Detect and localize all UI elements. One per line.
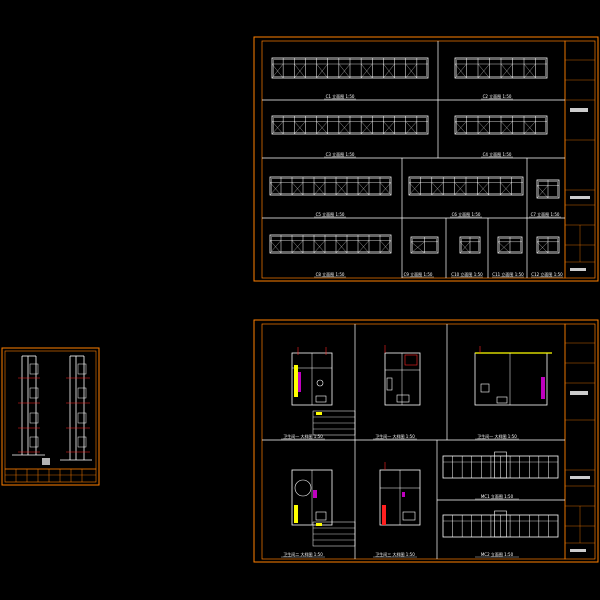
- detail-caption: 卫生间三 大样图 1:50: [375, 551, 415, 557]
- toilet-plan-3: [474, 346, 552, 406]
- detail-caption: MC2 立面图 1:50: [481, 551, 514, 557]
- elevation-caption: C12 立面图 1:50: [531, 271, 563, 277]
- elevation-caption: C11 立面图 1:50: [492, 271, 524, 277]
- sheet-frame: [253, 36, 599, 282]
- elevation-caption: C9 立面图 1:50: [404, 271, 433, 277]
- window-elevation: [454, 57, 548, 79]
- window-elevation: [410, 236, 439, 254]
- elevation-caption: C10 立面图 1:50: [451, 271, 483, 277]
- elevation-caption: C7 立面图 1:50: [531, 211, 560, 217]
- toilet-plan-2: [384, 345, 421, 406]
- window-elevation: [536, 179, 560, 199]
- building-section-left: [12, 355, 45, 456]
- sheet-plan-details: 卫生间一 大样图 1:50 卫生间一 大样图 1:50 卫生间一 大样图 1:50 卫…: [253, 319, 599, 563]
- elevation-caption: C4 立面图 1:50: [483, 151, 512, 157]
- elevation-caption: C6 立面图 1:50: [452, 211, 481, 217]
- toilet-plan-1: [291, 347, 356, 436]
- detail-caption: MC1 立面图 1:50: [481, 493, 514, 499]
- elevation-caption: C2 立面图 1:50: [483, 93, 512, 99]
- detail-caption: 卫生间一 大样图 1:50: [375, 433, 415, 439]
- elevation-caption: C3 立面图 1:50: [326, 151, 355, 157]
- window-elevation: [269, 234, 392, 254]
- window-elevation: [459, 236, 481, 254]
- window-elevation: [408, 176, 524, 196]
- building-section-right: [60, 355, 92, 461]
- section-note-block: [42, 458, 50, 465]
- sheet-window-elevations: C1 立面图 1:50 C2 立面图 1:50 C3 立面图 1:50 C4 立面图 …: [253, 36, 599, 282]
- window-elevation: [454, 115, 548, 135]
- window-elevation: [269, 176, 392, 196]
- detail-caption: 卫生间一 大样图 1:50: [477, 433, 517, 439]
- sheet-small-section: [1, 347, 100, 486]
- elevation-caption: C1 立面图 1:50: [326, 93, 355, 99]
- detail-caption: 卫生间二 大样图 1:50: [283, 551, 323, 557]
- sheet-frame: [253, 319, 599, 563]
- title-block: [564, 323, 596, 560]
- window-elevation: [497, 236, 523, 254]
- elevation-caption: C5 立面图 1:50: [316, 211, 345, 217]
- window-elevation: [536, 236, 560, 254]
- title-block: [564, 40, 596, 279]
- window-elevation: [271, 57, 429, 79]
- window-elevation: [271, 115, 429, 135]
- toilet-plan-5: [379, 462, 421, 526]
- mc-elevation: [442, 451, 559, 479]
- elevation-caption: C8 立面图 1:50: [316, 271, 345, 277]
- detail-caption: 卫生间一 大样图 1:50: [283, 433, 323, 439]
- title-block: [4, 468, 97, 483]
- sheet-inner-frame: [4, 350, 97, 470]
- sheet-frame: [1, 347, 100, 486]
- toilet-plan-4: [291, 469, 356, 547]
- mc-elevation: [442, 510, 559, 538]
